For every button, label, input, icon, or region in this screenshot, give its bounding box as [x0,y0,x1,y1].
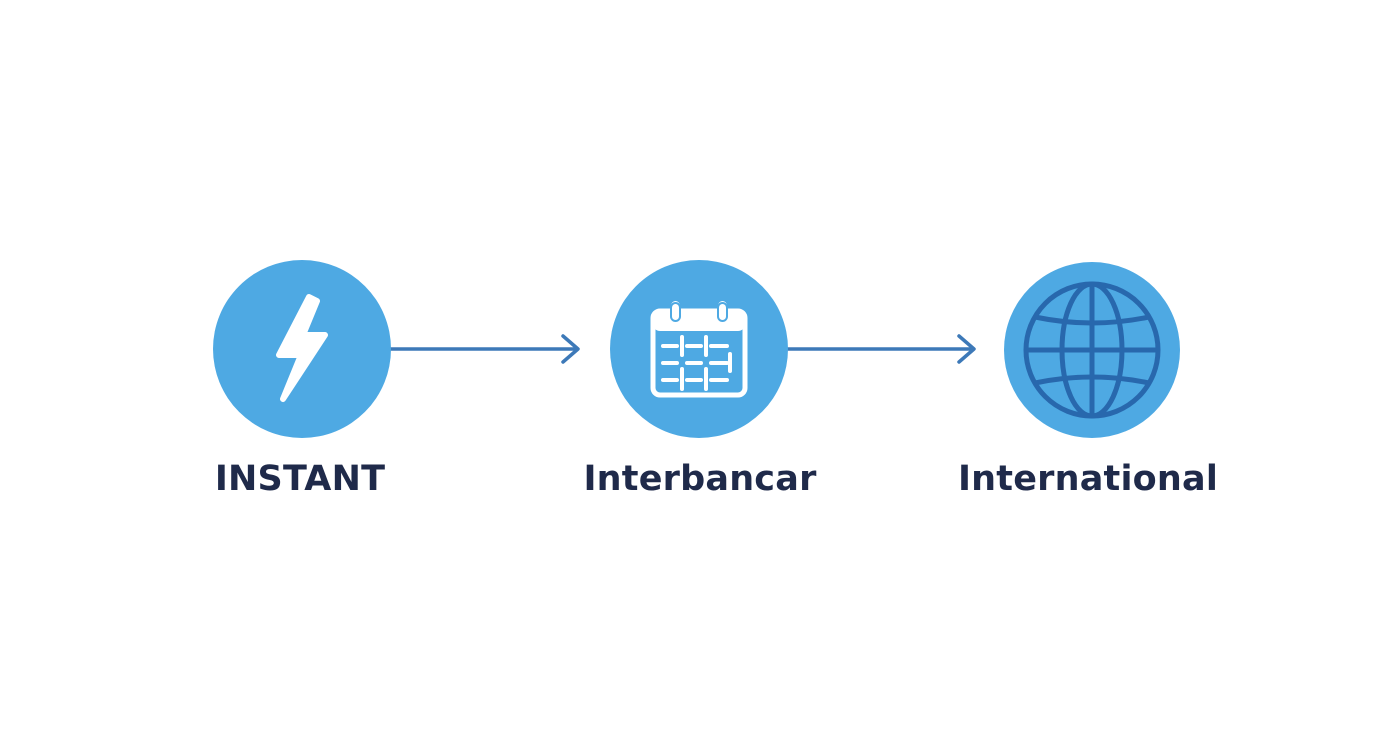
arrow-connector-1 [386,334,580,364]
lightning-bolt-icon [276,294,328,402]
interbancar-circle [610,260,788,438]
step-label-interbancar: Interbancar [583,459,817,499]
arrow-connector-2 [786,334,976,364]
instant-circle [213,260,391,438]
globe-icon [1023,281,1161,419]
calendar-icon [650,301,748,398]
step-label-international: International [957,459,1219,499]
international-circle [1004,262,1180,438]
step-label-instant: INSTANT [214,459,386,499]
